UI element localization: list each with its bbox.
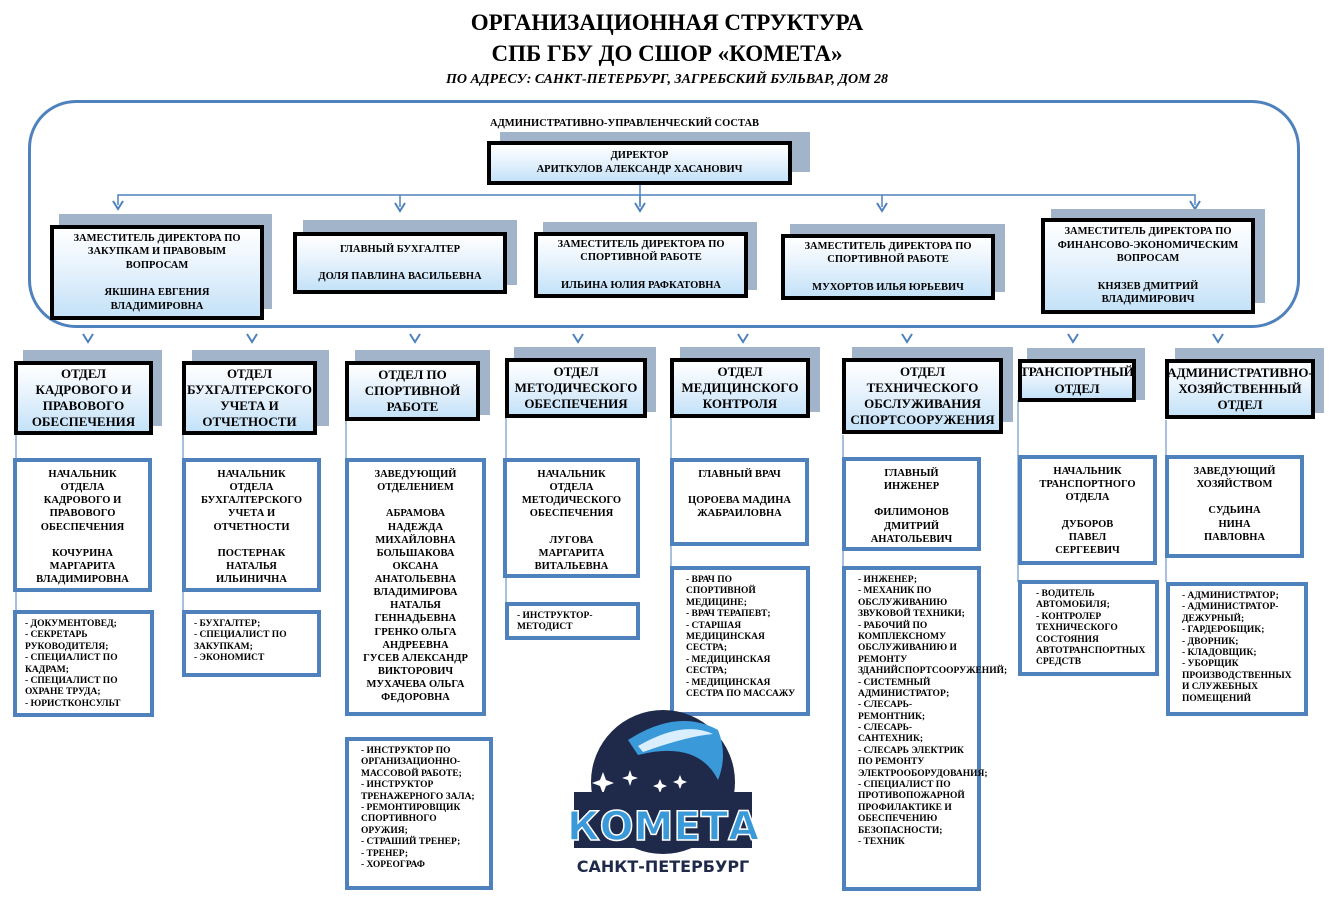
dept-accounting[interactable]: ОТДЕЛ БУХГАЛТЕРСКОГО УЧЕТА И ОТЧЕТНОСТИ xyxy=(182,361,317,435)
staff-item: - КЛАДОВЩИК; xyxy=(1182,647,1257,658)
staff-item: - АДМИНИСТРАТОР-ДЕЖУРНЫЙ; xyxy=(1182,602,1279,624)
staff-item: - МЕДИЦИНСКАЯ СЕСТРА ПО МАССАЖУ xyxy=(686,677,796,699)
logo-banner xyxy=(574,792,752,848)
comet-logo-icon: КОМЕТА САНКТ-ПЕТЕРБУРГ xyxy=(568,710,758,876)
staff-item: - СЛЕСАРЬ ЭЛЕКТРИК ПО РЕМОНТУ ЭЛЕКТРООБО… xyxy=(858,745,988,779)
staff-item: - ДВОРНИК; xyxy=(1182,636,1239,647)
staff-item: - СПЕЦИАЛИСТ ПО ОХРАНЕ ТРУДА; xyxy=(25,675,118,698)
staff-list[interactable]: - БУХГАЛТЕР;- СПЕЦИАЛИСТ ПО ЗАКУПКАМ;- Э… xyxy=(182,610,321,677)
director-text: ДИРЕКТОР АРИТКУЛОВ АЛЕКСАНДР ХАСАНОВИЧ xyxy=(536,150,743,175)
head-box[interactable]: НАЧАЛЬНИК ОТДЕЛА БУХГАЛТЕРСКОГО УЧЕТА И … xyxy=(182,458,321,592)
staff-item: - ГАРДЕРОБЩИК; xyxy=(1182,625,1265,636)
director-box[interactable]: ДИРЕКТОР АРИТКУЛОВ АЛЕКСАНДР ХАСАНОВИЧ xyxy=(487,141,792,185)
deputy-text: ЗАМЕСТИТЕЛЬ ДИРЕКТОРА ПО СПОРТИВНОЙ РАБО… xyxy=(804,240,972,293)
staff-item: - СИСТЕМНЫЙ АДМИНИСТРАТОР; xyxy=(858,677,950,699)
dept-name: ОТДЕЛ ПО СПОРТИВНОЙ РАБОТЕ xyxy=(364,366,461,415)
staff-item: - ВРАЧ ПО СПОРТИВНОЙ МЕДИЦИНЕ; xyxy=(686,575,756,608)
staff-item: - ИНЖЕНЕР; xyxy=(858,575,918,585)
staff-item: - МЕДИЦИНСКАЯ СЕСТРА; xyxy=(686,654,771,677)
head-box[interactable]: ГЛАВНЫЙ ИНЖЕНЕР ФИЛИМОНОВ ДМИТРИЙ АНАТОЛ… xyxy=(842,457,981,551)
page-title: ОРГАНИЗАЦИОННАЯ СТРУКТУРА xyxy=(470,10,864,35)
staff-item: - ХОРЕОГРАФ xyxy=(361,859,425,870)
staff-item: - АДМИНИСТРАТОР; xyxy=(1182,591,1279,601)
dept-technical[interactable]: ОТДЕЛ ТЕХНИЧЕСКОГО ОБСЛУЖИВАНИЯ СПОРТСОО… xyxy=(842,358,1003,434)
admin-section-label: АДМИНИСТРАТИВНО-УПРАВЛЕНЧЕСКИЙ СОСТАВ xyxy=(490,118,760,129)
staff-item: - МЕХАНИК ПО ОБСЛУЖИВАНИЮ ЗВУКОВОЙ ТЕХНИ… xyxy=(858,586,965,620)
dept-name: ОТДЕЛ МЕТОДИЧЕСКОГО ОБЕСПЕЧЕНИЯ xyxy=(514,363,638,412)
staff-item: - РЕМОНТИРОВЩИК СПОРТИВНОГО ОРУЖИЯ; xyxy=(361,802,461,836)
deputy-box-procurement[interactable]: ЗАМЕСТИТЕЛЬ ДИРЕКТОРА ПО ЗАКУПКАМ И ПРАВ… xyxy=(50,225,264,320)
staff-item: - БУХГАЛТЕР; xyxy=(194,619,261,629)
dept-name: ОТДЕЛ МЕДИЦИНСКОГО КОНТРОЛЯ xyxy=(681,363,799,412)
dept-name: ОТДЕЛ КАДРОВОГО И ПРАВОВОГО ОБЕСПЕЧЕНИЯ xyxy=(31,365,136,430)
staff-item: - СЕКРЕТАРЬ РУКОВОДИТЕЛЯ; xyxy=(25,630,109,652)
head-box[interactable]: НАЧАЛЬНИК ОТДЕЛА МЕТОДИЧЕСКОГО ОБЕСПЕЧЕН… xyxy=(503,458,640,578)
staff-item: - ЭКОНОМИСТ xyxy=(194,653,265,664)
staff-item: - ЮРИСТКОНСУЛЬТ xyxy=(25,698,121,709)
staff-item: - СЛЕСАРЬ-РЕМОНТНИК; xyxy=(858,700,926,722)
dept-hr-legal[interactable]: ОТДЕЛ КАДРОВОГО И ПРАВОВОГО ОБЕСПЕЧЕНИЯ xyxy=(14,361,153,435)
chief-accountant-box[interactable]: ГЛАВНЫЙ БУХГАЛТЕР ДОЛЯ ПАВЛИНА ВАСИЛЬЕВН… xyxy=(293,232,507,294)
staff-list[interactable]: - ДОКУМЕНТОВЕД;- СЕКРЕТАРЬ РУКОВОДИТЕЛЯ;… xyxy=(13,610,154,717)
deputy-text: ЗАМЕСТИТЕЛЬ ДИРЕКТОРА ПО ФИНАНСОВО-ЭКОНО… xyxy=(1057,226,1239,306)
staff-item: - УБОРЩИК ПРОИЗВОДСТВЕННЫХ И СЛУЖЕБНЫХ П… xyxy=(1182,659,1292,704)
staff-item: - ИНСТРУКТОР ПО ОРГАНИЗАЦИОННО-МАССОВОЙ … xyxy=(361,746,462,779)
staff-item: - СТРАШИЙ ТРЕНЕР; xyxy=(361,837,461,848)
head-box[interactable]: ГЛАВНЫЙ ВРАЧ ЦОРОЕВА МАДИНА ЖАБРАИЛОВНА xyxy=(670,458,809,546)
dept-methodical[interactable]: ОТДЕЛ МЕТОДИЧЕСКОГО ОБЕСПЕЧЕНИЯ xyxy=(505,358,647,418)
logo-comet-highlight xyxy=(638,729,713,752)
logo-stars xyxy=(592,770,687,794)
staff-list[interactable]: - ИНЖЕНЕР;- МЕХАНИК ПО ОБСЛУЖИВАНИЮ ЗВУК… xyxy=(842,566,1008,891)
dept-name: ОТДЕЛ ТЕХНИЧЕСКОГО ОБСЛУЖИВАНИЯ СПОРТСОО… xyxy=(850,363,995,428)
staff-list[interactable]: - ВОДИТЕЛЬ АВТОМОБИЛЯ; - КОНТРОЛЕР ТЕХНИ… xyxy=(1018,580,1159,676)
deputy-box-sport-2[interactable]: ЗАМЕСТИТЕЛЬ ДИРЕКТОРА ПО СПОРТИВНОЙ РАБО… xyxy=(781,234,995,300)
staff-item: - СТАРШАЯ МЕДИЦИНСКАЯ СЕСТРА; xyxy=(686,620,765,654)
staff-list[interactable]: - АДМИНИСТРАТОР;- АДМИНИСТРАТОР-ДЕЖУРНЫЙ… xyxy=(1166,582,1308,716)
dept-name: ОТДЕЛ БУХГАЛТЕРСКОГО УЧЕТА И ОТЧЕТНОСТИ xyxy=(186,365,313,430)
staff-list[interactable]: - ИНСТРУКТОР ПО ОРГАНИЗАЦИОННО-МАССОВОЙ … xyxy=(345,737,493,890)
dept-sport[interactable]: ОТДЕЛ ПО СПОРТИВНОЙ РАБОТЕ xyxy=(345,361,480,421)
staff-list[interactable]: - ИНСТРУКТОР-МЕТОДИСТ xyxy=(505,602,640,640)
staff-item: - КОНТРОЛЕР ТЕХНИЧЕСКОГО СОСТОЯНИЯ АВТОТ… xyxy=(1036,611,1146,668)
staff-item: - ТРЕНЕР; xyxy=(361,848,409,859)
staff-item: - СПЕЦИАЛИСТ ПО ПРОТИВОПОЖАРНОЙ ПРОФИЛАК… xyxy=(858,780,965,836)
head-box[interactable]: ЗАВЕДУЮЩИЙ ОТДЕЛЕНИЕМ АБРАМОВА НАДЕЖДА М… xyxy=(345,458,486,716)
organization-name: СПБ ГБУ ДО СШОР «КОМЕТА» xyxy=(491,41,843,66)
admin-section-frame xyxy=(28,100,1300,328)
dept-admin-household[interactable]: АДМИНИСТРАТИВНО- ХОЗЯЙСТВЕННЫЙ ОТДЕЛ xyxy=(1165,359,1315,419)
dept-transport[interactable]: ТРАНСПОРТНЫЙ ОТДЕЛ xyxy=(1018,359,1136,402)
staff-item: - ТЕХНИК xyxy=(858,836,905,847)
staff-item: - ИНСТРУКТОР ТРЕНАЖЕРНОГО ЗАЛА; xyxy=(361,780,475,802)
head-box[interactable]: НАЧАЛЬНИК ОТДЕЛА КАДРОВОГО И ПРАВОВОГО О… xyxy=(13,458,152,592)
deputy-box-finance[interactable]: ЗАМЕСТИТЕЛЬ ДИРЕКТОРА ПО ФИНАНСОВО-ЭКОНО… xyxy=(1041,218,1255,314)
dept-name: ТРАНСПОРТНЫЙ ОТДЕЛ xyxy=(1020,364,1134,396)
staff-item: - ВОДИТЕЛЬ АВТОМОБИЛЯ; xyxy=(1036,589,1110,611)
deputy-text: ГЛАВНЫЙ БУХГАЛТЕР ДОЛЯ ПАВЛИНА ВАСИЛЬЕВН… xyxy=(318,243,482,282)
staff-list[interactable]: - ВРАЧ ПО СПОРТИВНОЙ МЕДИЦИНЕ;- ВРАЧ ТЕР… xyxy=(670,566,810,716)
dept-medical[interactable]: ОТДЕЛ МЕДИЦИНСКОГО КОНТРОЛЯ xyxy=(670,358,810,418)
staff-item: - СПЕЦИАЛИСТ ПО ЗАКУПКАМ; xyxy=(194,630,287,652)
staff-item: - СЛЕСАРЬ-САНТЕХНИК; xyxy=(858,723,924,745)
staff-item: - ДОКУМЕНТОВЕД; xyxy=(25,619,117,629)
address: ПО АДРЕСУ: САНКТ-ПЕТЕРБУРГ, ЗАГРЕБСКИЙ Б… xyxy=(445,72,889,87)
deputy-text: ЗАМЕСТИТЕЛЬ ДИРЕКТОРА ПО СПОРТИВНОЙ РАБО… xyxy=(557,238,725,291)
dept-name: АДМИНИСТРАТИВНО- ХОЗЯЙСТВЕННЫЙ ОТДЕЛ xyxy=(1167,364,1313,413)
deputy-text: ЗАМЕСТИТЕЛЬ ДИРЕКТОРА ПО ЗАКУПКАМ И ПРАВ… xyxy=(73,232,241,312)
staff-item: - СПЕЦИАЛИСТ ПО КАДРАМ; xyxy=(25,653,118,675)
staff-item: - ИНСТРУКТОР-МЕТОДИСТ xyxy=(517,611,593,633)
staff-item: - ВРАЧ ТЕРАПЕВТ; xyxy=(686,609,771,620)
head-box[interactable]: НАЧАЛЬНИК ТРАНСПОРТНОГО ОТДЕЛА ДУБОРОВ П… xyxy=(1018,455,1157,565)
deputy-box-sport-1[interactable]: ЗАМЕСТИТЕЛЬ ДИРЕКТОРА ПО СПОРТИВНОЙ РАБО… xyxy=(534,232,748,298)
logo-city: САНКТ-ПЕТЕРБУРГ xyxy=(577,857,750,876)
staff-item: - РАБОЧИЙ ПО КОМПЛЕКСНОМУ ОБСЛУЖИВАНИЮ И… xyxy=(858,620,1008,677)
logo-name: КОМЕТА xyxy=(568,804,758,850)
head-box[interactable]: ЗАВЕДУЮЩИЙ ХОЗЯЙСТВОМ СУДЬИНА НИНА ПАВЛО… xyxy=(1165,455,1304,558)
